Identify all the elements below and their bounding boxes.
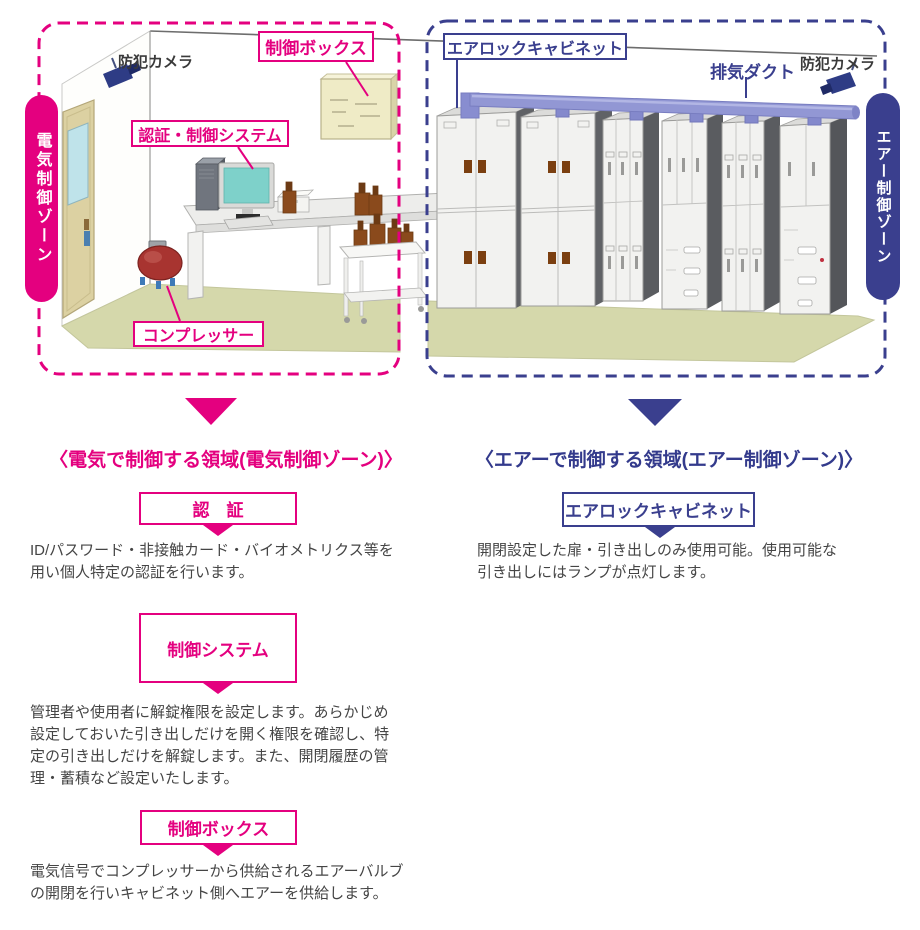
air-zone-badge: エアー制御ゾーン <box>866 93 900 300</box>
down-arrow-icon <box>645 527 675 538</box>
control-box-leader <box>345 61 369 97</box>
exhaust-duct <box>460 92 860 126</box>
section-body-airlock-cabinet: 開閉設定した扉・引き出しのみ使用可能。使用可能な 引き出しにはランプが点灯します… <box>477 542 838 581</box>
down-arrow-icon <box>185 398 237 425</box>
zones-illustration <box>37 19 887 378</box>
door <box>62 99 95 320</box>
security-camera-icon <box>820 59 857 95</box>
section-body-control-system: 管理者や使用者に解錠権限を設定します。あらかじめ 設定しておいた引き出しだけを開… <box>30 704 390 787</box>
control-box-callout: 制御ボックス <box>258 31 374 62</box>
cabinet <box>721 113 781 312</box>
section-title-airlock-cabinet: エアロックキャビネット <box>562 492 755 527</box>
down-arrow-icon <box>203 683 233 694</box>
exhaust-duct-label: 排気ダクト <box>710 63 795 82</box>
cart <box>338 213 428 324</box>
down-arrow-icon <box>203 845 233 856</box>
security-camera-label-left: 防犯カメラ <box>118 54 194 71</box>
computer-monitor <box>218 162 275 230</box>
auth-system-callout: 認証・制御システム <box>131 120 289 147</box>
compressor-callout: コンプレッサー <box>133 321 264 347</box>
cabinet <box>520 105 613 307</box>
section-title-control-system: 制御システム <box>139 613 297 683</box>
section-body-auth: ID/パスワード・非接触カード・バイオメトリクス等を 用い個人特定の認証を行いま… <box>30 542 394 581</box>
section-title-auth: 認 証 <box>139 492 297 525</box>
security-camera-icon <box>103 57 141 88</box>
control-box-unit <box>319 72 399 141</box>
air-zone-border <box>425 19 887 378</box>
electric-zone-heading: 〈電気で制御する領域(電気制御ゾーン)〉 <box>49 450 403 471</box>
cabinet <box>436 103 535 309</box>
cabinet-scene <box>427 59 876 363</box>
security-camera-label-right: 防犯カメラ <box>800 56 876 73</box>
cabinet <box>779 115 848 315</box>
airlock-cabinet-callout: エアロックキャビネット <box>443 33 627 60</box>
door-window <box>67 122 89 206</box>
electric-zone-border <box>37 21 401 376</box>
electric-zone-badge: 電気制御ゾーン <box>25 95 58 302</box>
room-scene <box>61 30 460 353</box>
reagent-bottles <box>282 181 383 216</box>
down-arrow-icon <box>203 525 233 536</box>
air-zone-heading: 〈エアーで制御する領域(エアー制御ゾーン)〉 <box>474 450 864 471</box>
cabinet <box>602 110 660 302</box>
auth-system-leader <box>237 146 254 170</box>
section-body-control-box: 電気信号でコンプレッサーから供給されるエアーバルブ の開閉を行いキャビネット側へ… <box>30 863 404 902</box>
section-title-control-box: 制御ボックス <box>140 810 297 845</box>
keyboard <box>223 215 274 230</box>
door-handle <box>84 219 89 230</box>
compressor-leader <box>166 285 181 322</box>
compressor-unit <box>137 240 183 289</box>
down-arrow-icon <box>628 399 682 426</box>
cabinet <box>661 111 724 310</box>
